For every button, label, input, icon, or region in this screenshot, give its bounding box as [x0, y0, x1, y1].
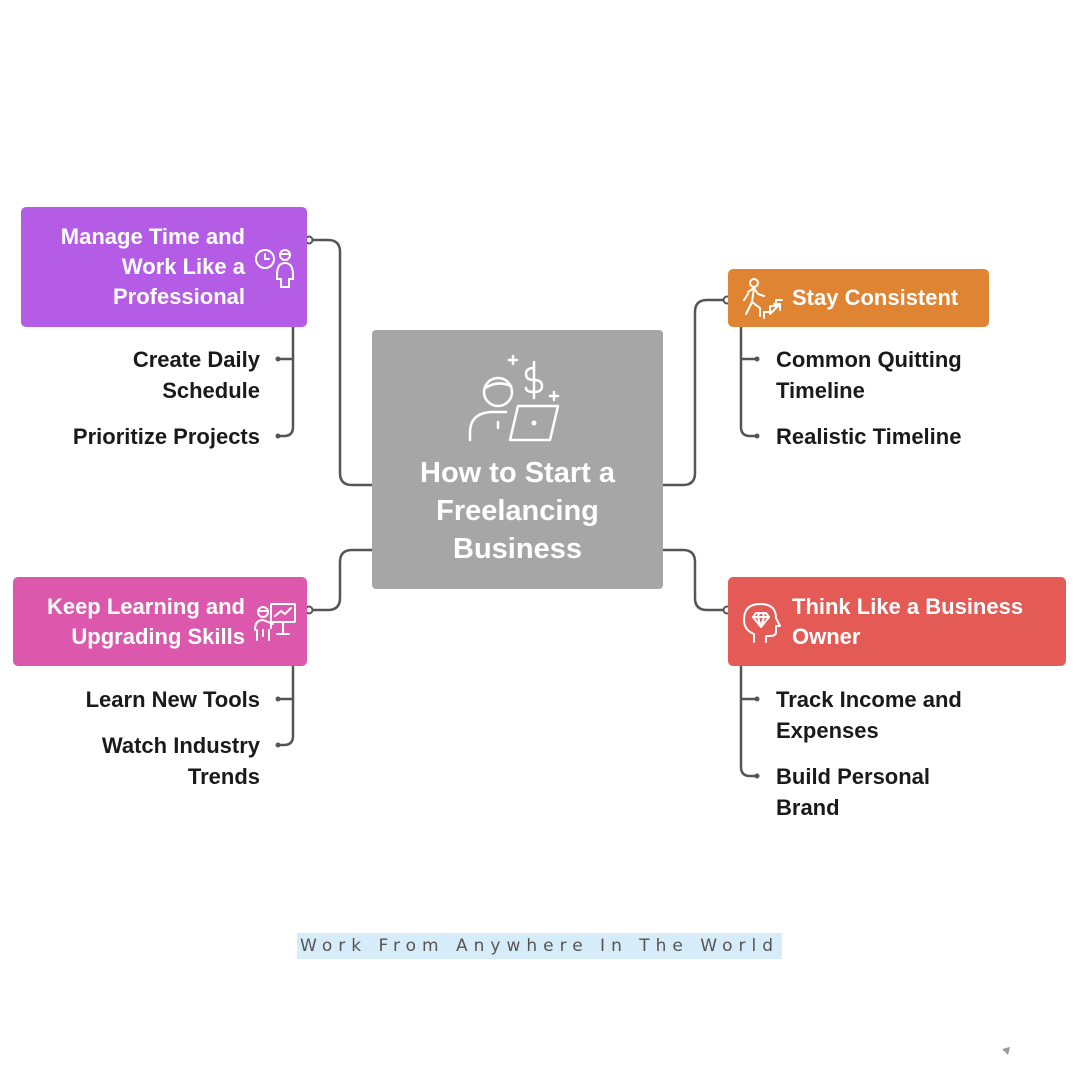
topic-stay-consistent: Stay Consistent	[728, 269, 989, 327]
spine-stay	[739, 327, 757, 438]
connector-think	[663, 548, 727, 612]
subtopic-realistic-timeline: Realistic Timeline	[776, 424, 962, 449]
central-topic-title: How to Start a Freelancing Business	[420, 457, 615, 565]
clock-person-icon	[255, 249, 294, 288]
subtopic-watch-industry-trends: Watch Industry Trends	[101, 733, 260, 789]
spine-manage	[278, 327, 295, 438]
topic-manage-time: Manage Time and Work Like a Professional	[21, 207, 307, 327]
spine-keep	[278, 666, 295, 747]
corner-mark-icon	[1002, 1047, 1010, 1055]
connector-keep	[309, 548, 372, 612]
topic-think-business-owner: Think Like a Business Owner	[728, 577, 1066, 666]
topic-keep-learning: Keep Learning and Upgrading Skills	[13, 577, 307, 666]
topic-label: Keep Learning and Upgrading Skills	[46, 593, 245, 649]
subtopic-prioritize-projects: Prioritize Projects	[72, 424, 260, 449]
footer-tagline: Work From Anywhere In The World	[297, 933, 782, 959]
subtopic-track-income-expenses: Track Income and Expenses	[776, 687, 962, 743]
subtopic-common-quitting-timeline: Common Quitting Timeline	[776, 347, 962, 403]
connector-stay	[663, 298, 727, 487]
topic-label: Manage Time and Work Like a Professional	[60, 224, 245, 309]
topic-label: Think Like a Business Owner	[792, 593, 1024, 649]
teacher-board-icon	[254, 602, 296, 641]
topic-label: Stay Consistent	[792, 285, 959, 310]
connector-manage	[309, 238, 372, 487]
subtopic-build-personal-brand: Build Personal Brand	[776, 764, 931, 820]
subtopic-learn-new-tools: Learn New Tools	[85, 687, 260, 712]
subtopic-create-daily-schedule: Create Daily Schedule	[132, 347, 260, 403]
head-diamond-icon	[743, 602, 781, 643]
central-topic: How to Start a Freelancing Business	[372, 330, 663, 589]
climbing-stairs-icon	[743, 278, 783, 319]
spine-think	[739, 666, 757, 778]
freelancer-laptop-icon	[468, 354, 559, 442]
